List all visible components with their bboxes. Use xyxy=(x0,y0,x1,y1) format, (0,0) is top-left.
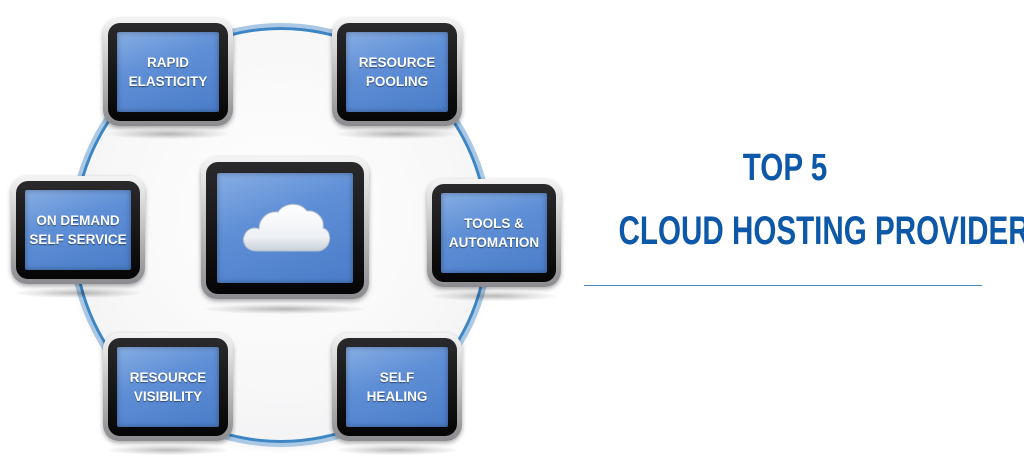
node-label-line2: ELASTICITY xyxy=(128,74,208,89)
monitor-screen: TOOLS & AUTOMATION xyxy=(441,193,547,273)
cloud-icon xyxy=(243,203,331,252)
monitor-bezel: ON DEMAND SELF SERVICE xyxy=(16,181,140,279)
monitor-bezel xyxy=(206,162,364,294)
node-center-cloud xyxy=(201,157,369,299)
node-label-line2: AUTOMATION xyxy=(448,235,540,250)
monitor-shadow xyxy=(337,129,457,139)
heading-divider xyxy=(584,285,982,286)
monitor-screen: RESOURCE VISIBILITY xyxy=(117,347,219,427)
monitor-shadow xyxy=(16,288,140,298)
node-label-line2: POOLING xyxy=(365,74,429,89)
monitor-bezel: RESOURCE POOLING xyxy=(337,23,457,121)
monitor-bezel: TOOLS & AUTOMATION xyxy=(432,184,556,282)
node-label-line1: RESOURCE xyxy=(129,370,207,385)
node-label-line2: SELF SERVICE xyxy=(29,232,127,247)
monitor-screen xyxy=(217,173,353,283)
node-tools-automation: TOOLS & AUTOMATION xyxy=(427,179,561,287)
node-label-line1: RESOURCE xyxy=(358,55,436,70)
monitor-screen: ON DEMAND SELF SERVICE xyxy=(25,190,131,270)
heading-line1: TOP 5 xyxy=(742,147,828,189)
monitor-bezel: RAPID ELASTICITY xyxy=(108,23,228,121)
node-label-line1: RAPID xyxy=(146,55,189,70)
monitor-screen: RAPID ELASTICITY xyxy=(117,32,219,112)
monitor-bezel: SELF HEALING xyxy=(337,338,457,436)
monitor-shadow xyxy=(337,445,457,455)
monitor-shadow xyxy=(432,291,556,301)
heading-line2: CLOUD HOSTING PROVIDERS xyxy=(618,209,1024,253)
node-label-line2: VISIBILITY xyxy=(133,389,203,404)
node-resource-pooling: RESOURCE POOLING xyxy=(332,18,462,126)
monitor-bezel: RESOURCE VISIBILITY xyxy=(108,338,228,436)
node-label-line1: TOOLS & xyxy=(464,216,524,231)
node-resource-visibility: RESOURCE VISIBILITY xyxy=(103,333,233,441)
node-self-healing: SELF HEALING xyxy=(332,333,462,441)
node-on-demand-self-service: ON DEMAND SELF SERVICE xyxy=(11,176,145,284)
node-label-line1: SELF xyxy=(379,370,415,385)
node-label-line1: ON DEMAND xyxy=(36,213,120,228)
monitor-screen: RESOURCE POOLING xyxy=(346,32,448,112)
monitor-shadow xyxy=(108,445,228,455)
monitor-shadow xyxy=(205,304,365,314)
monitor-shadow xyxy=(108,129,228,139)
monitor-screen: SELF HEALING xyxy=(346,347,448,427)
node-rapid-elasticity: RAPID ELASTICITY xyxy=(103,18,233,126)
node-label-line2: HEALING xyxy=(366,389,428,404)
